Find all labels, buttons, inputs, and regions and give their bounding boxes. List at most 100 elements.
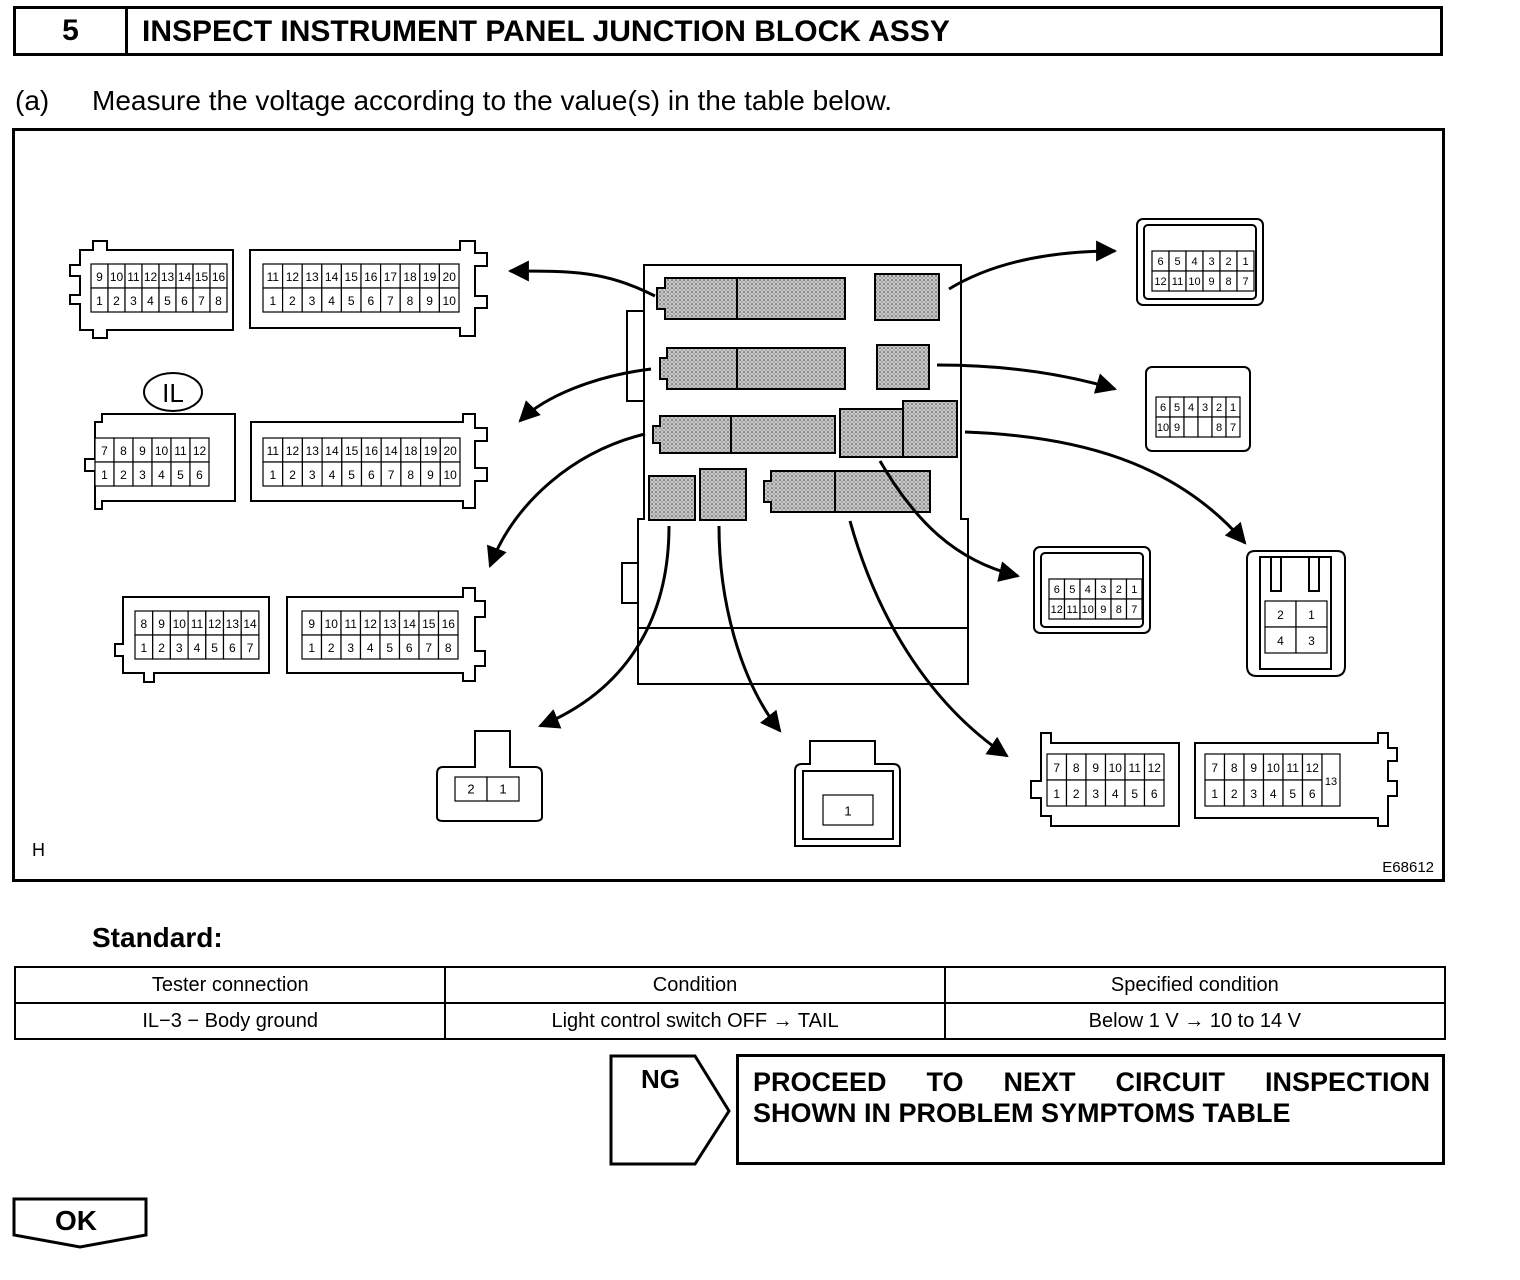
pin-number: 7 xyxy=(1242,276,1248,288)
pin-number: 5 xyxy=(177,468,184,482)
pin-number: 1 xyxy=(270,468,277,482)
pin-cell xyxy=(240,634,260,660)
pin-number: 1 xyxy=(1230,402,1236,414)
pin-cell xyxy=(209,287,228,313)
pin-number: 6 xyxy=(1151,787,1158,801)
pin-cell xyxy=(822,794,874,826)
pin-number: 12 xyxy=(208,617,222,631)
pin-number: 14 xyxy=(243,617,257,631)
pin-number: 10 xyxy=(1188,276,1200,288)
block-sockets xyxy=(648,273,958,521)
pin-number: 5 xyxy=(1131,787,1138,801)
pin-number: 5 xyxy=(1289,787,1296,801)
pin-number: 6 xyxy=(181,294,188,308)
pin-number: 2 xyxy=(289,468,296,482)
pin-number: 14 xyxy=(178,270,192,284)
pin-number: 6 xyxy=(196,468,203,482)
pin-number: 5 xyxy=(348,468,355,482)
pin-number: 1 xyxy=(1308,608,1315,622)
pin-number: 11 xyxy=(191,617,204,631)
pin-number: 10 xyxy=(155,444,169,458)
pin-number: 6 xyxy=(367,294,374,308)
pin-number: 3 xyxy=(1092,787,1099,801)
pin-number: 9 xyxy=(308,617,315,631)
pin-number: 19 xyxy=(424,444,438,458)
table-header: Tester connection xyxy=(13,966,447,1004)
pin-number: 13 xyxy=(161,270,175,284)
step-title: INSPECT INSTRUMENT PANEL JUNCTION BLOCK … xyxy=(142,15,950,48)
pin-number: 9 xyxy=(427,468,434,482)
pin-number: 8 xyxy=(1116,604,1122,616)
pin-number: 7 xyxy=(1230,422,1236,434)
pin-number: 19 xyxy=(423,270,437,284)
pin-number: 5 xyxy=(211,641,218,655)
pin-number: 11 xyxy=(1287,761,1300,775)
pin-number: 4 xyxy=(194,641,201,655)
pin-number: 6 xyxy=(1160,402,1166,414)
pin-number: 5 xyxy=(348,294,355,308)
table-row: IL−3 − Body ground Light control switch … xyxy=(13,1002,1447,1040)
pin-number: 5 xyxy=(1069,584,1075,596)
pin-number: 10 xyxy=(443,294,457,308)
pin-cell xyxy=(438,287,460,313)
pin-number: 16 xyxy=(364,270,378,284)
pin-cell xyxy=(486,776,520,802)
pin-number: 17 xyxy=(384,270,398,284)
pin-number: 12 xyxy=(1154,276,1166,288)
pin-number: 11 xyxy=(1129,761,1142,775)
pin-number: 3 xyxy=(309,468,316,482)
pin-number: 8 xyxy=(1216,422,1222,434)
pin-cell xyxy=(1143,779,1165,807)
pin-number: 8 xyxy=(141,617,148,631)
pin-number: 1 xyxy=(499,781,506,796)
standard-label: Standard: xyxy=(92,922,223,953)
pin-number: 9 xyxy=(1250,761,1257,775)
pin-cell xyxy=(189,461,210,487)
pin-number: 2 xyxy=(1231,787,1238,801)
pin-number: 2 xyxy=(158,641,165,655)
pin-number: 9 xyxy=(1208,276,1214,288)
ng-arrow-box xyxy=(609,1054,731,1166)
pin-number: 7 xyxy=(388,468,395,482)
pin-number: 8 xyxy=(407,468,414,482)
pin-cell xyxy=(1125,598,1143,620)
pin-number: 14 xyxy=(403,617,417,631)
pin-number: 7 xyxy=(1211,761,1218,775)
pin-number: 6 xyxy=(1309,787,1316,801)
pin-number: 4 xyxy=(1270,787,1277,801)
pin-number: 15 xyxy=(345,444,359,458)
pin-cell xyxy=(454,776,488,802)
pin-number: 13 xyxy=(306,444,320,458)
pin-number: 15 xyxy=(422,617,436,631)
pin-number: 3 xyxy=(139,468,146,482)
pin-number: 2 xyxy=(1225,256,1231,268)
pin-number: 3 xyxy=(1208,256,1214,268)
pin-number: 9 xyxy=(1174,422,1180,434)
pin-number: 12 xyxy=(1148,761,1162,775)
pin-number: 7 xyxy=(247,641,254,655)
pin-number: 9 xyxy=(139,444,146,458)
pin-number: 9 xyxy=(1100,604,1106,616)
junction-block-illustration: 9101112131415161234567811121314151617181… xyxy=(69,218,1398,847)
pin-number: 14 xyxy=(384,444,398,458)
pin-number: 1 xyxy=(96,294,103,308)
pin-number: 3 xyxy=(1250,787,1257,801)
pin-number: 3 xyxy=(1202,402,1208,414)
pin-number: 6 xyxy=(1157,256,1163,268)
pin-number: 4 xyxy=(158,468,165,482)
pin-number: 2 xyxy=(289,294,296,308)
pin-number: 4 xyxy=(1191,256,1197,268)
pin-number: 3 xyxy=(309,294,316,308)
pin-number: 1 xyxy=(141,641,148,655)
pin-number: 7 xyxy=(198,294,205,308)
pin-number: 5 xyxy=(164,294,171,308)
pin-number: 16 xyxy=(365,444,379,458)
figure-id: E68612 xyxy=(1382,859,1434,876)
pin-number: 3 xyxy=(176,641,183,655)
pin-number: 8 xyxy=(1073,761,1080,775)
